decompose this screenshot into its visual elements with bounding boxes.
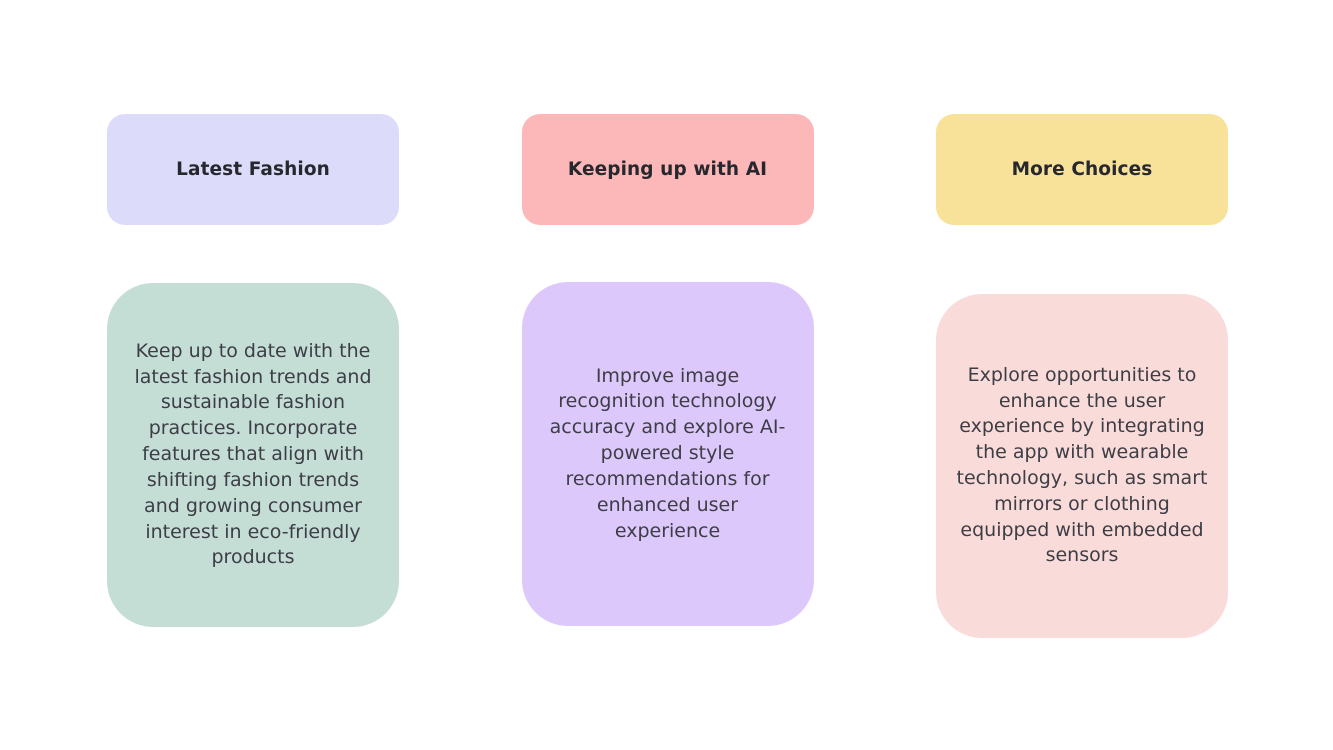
card-column-3: More Choices Explore opportunities to en…: [936, 114, 1228, 638]
body-card-text: Improve image recognition technology acc…: [549, 364, 786, 542]
body-card-more-choices[interactable]: Explore opportunities to enhance the use…: [936, 294, 1228, 638]
header-card-label: Latest Fashion: [176, 158, 330, 180]
header-card-label: Keeping up with AI: [567, 158, 768, 180]
body-card-latest-fashion[interactable]: Keep up to date with the latest fashion …: [107, 283, 399, 627]
card-column-2: Keeping up with AI Improve image recogni…: [521, 114, 814, 626]
body-card-keeping-up-with-ai[interactable]: Improve image recognition technology acc…: [521, 282, 814, 626]
body-card-text: Keep up to date with the latest fashion …: [134, 339, 372, 569]
header-card-label: More Choices: [1011, 158, 1153, 180]
header-card-more-choices[interactable]: More Choices: [936, 114, 1228, 225]
header-card-keeping-up-with-ai[interactable]: Keeping up with AI: [521, 114, 814, 225]
header-card-latest-fashion[interactable]: Latest Fashion: [107, 114, 399, 225]
card-columns: Latest Fashion Keep up to date with the …: [107, 114, 1228, 638]
card-column-1: Latest Fashion Keep up to date with the …: [107, 114, 399, 627]
body-card-text: Explore opportunities to enhance the use…: [956, 363, 1208, 567]
